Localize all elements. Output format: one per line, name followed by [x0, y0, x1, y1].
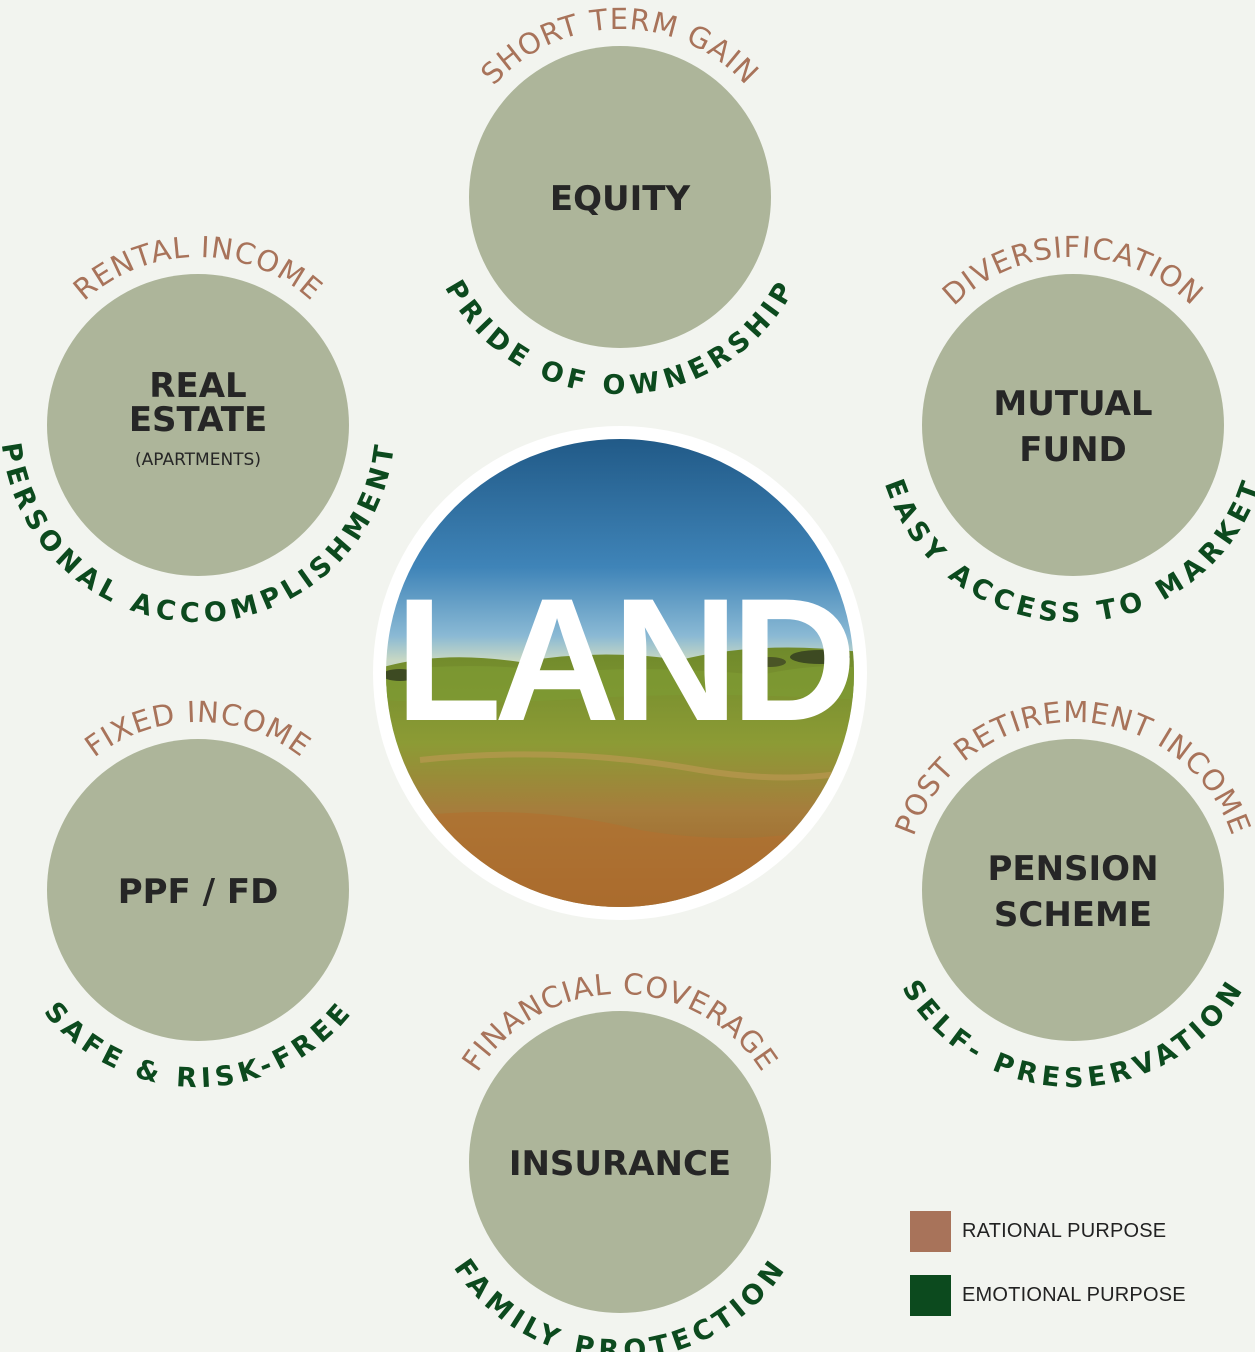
node-label: PENSION: [987, 849, 1158, 889]
legend-rational-label: RATIONAL PURPOSE: [962, 1219, 1167, 1242]
node-label: MUTUAL: [993, 384, 1152, 424]
land-label: LAND: [395, 563, 851, 758]
legend: RATIONAL PURPOSE EMOTIONAL PURPOSE: [910, 1210, 1186, 1338]
node-label: PPF / FD: [118, 872, 279, 912]
node-circle: [469, 1011, 771, 1313]
node-circle: [922, 274, 1224, 576]
node-real-estate: RENTAL INCOMEPERSONAL ACCOMPLISHMENTREAL…: [0, 230, 398, 630]
legend-emotional-label: EMOTIONAL PURPOSE: [962, 1283, 1186, 1306]
rational-swatch: [910, 1210, 951, 1252]
node-circle: [922, 739, 1224, 1041]
land-photo: [386, 439, 854, 907]
node-label: INSURANCE: [509, 1144, 731, 1184]
node-label: REAL: [149, 366, 246, 406]
node-label: SCHEME: [994, 895, 1152, 935]
node-label: ESTATE: [129, 400, 267, 440]
node-circle: [469, 46, 771, 348]
node-circle: [47, 274, 349, 576]
emotional-swatch: [910, 1274, 951, 1316]
node-sublabel: (APARTMENTS): [135, 450, 261, 470]
node-circle: [47, 739, 349, 1041]
legend-emotional: EMOTIONAL PURPOSE: [910, 1274, 1186, 1316]
land-center: LAND: [373, 426, 867, 920]
legend-rational: RATIONAL PURPOSE: [910, 1210, 1186, 1252]
node-label: FUND: [1019, 430, 1127, 470]
node-label: EQUITY: [550, 179, 691, 219]
